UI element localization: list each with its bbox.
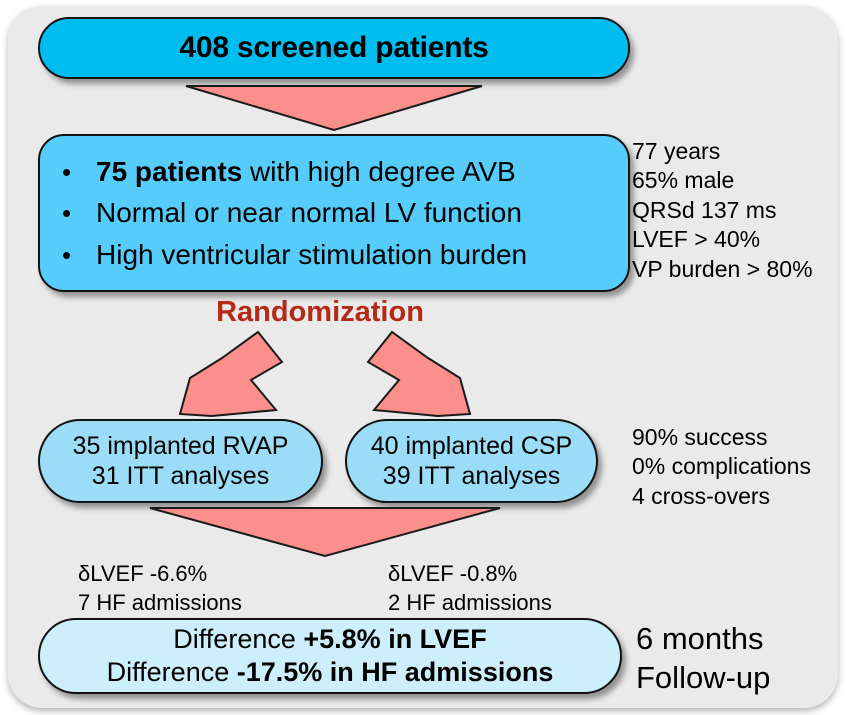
- cohort-bullet-3: • High ventricular stimulation burden: [62, 234, 527, 275]
- node-result-summary: Difference +5.8% in LVEF Difference -17.…: [38, 618, 622, 694]
- cohort-bullet-2: • Normal or near normal LV function: [62, 192, 522, 233]
- arm-csp-line-2: 39 ITT analyses: [382, 462, 561, 490]
- result-line-2-suffix: in HF admissions: [322, 657, 554, 687]
- cohort-bullet-2-text: Normal or near normal LV function: [96, 197, 522, 229]
- arm-rvap-line-1: 35 implanted RVAP: [72, 432, 289, 460]
- result-line-1-suffix: in LVEF: [380, 624, 487, 655]
- cohort-bullet-1-text: with high degree AVB: [242, 155, 516, 187]
- cohort-bullet-1: • 75 patients with high degree AVB: [62, 151, 516, 192]
- outcome-rvap-line-2: 7 HF admissions: [78, 589, 242, 615]
- node-screened-patients: 408 screened patients: [38, 17, 630, 79]
- procedure-line-2: 0% complications: [632, 453, 811, 480]
- cohort-bullet-3-text: High ventricular stimulation burden: [96, 238, 528, 270]
- result-line-1-prefix: Difference: [173, 624, 304, 655]
- arrow-randomize-to-csp: [366, 330, 472, 418]
- randomization-label: Randomization: [216, 296, 424, 328]
- cohort-bullet-1-strong: 75 patients: [96, 155, 243, 187]
- followup-note: 6 months Follow-up: [636, 619, 770, 698]
- demographics-note: 77 years 65% male QRSd 137 ms LVEF > 40%…: [632, 137, 813, 284]
- arrow-down-screened-to-cohort: [185, 85, 483, 132]
- outcome-note-rvap: δLVEF -6.6% 7 HF admissions: [78, 560, 242, 617]
- arm-rvap-line-2: 31 ITT analyses: [91, 462, 270, 490]
- result-line-2-prefix: Difference: [106, 657, 237, 687]
- demographics-line-3: QRSd 137 ms: [632, 196, 777, 223]
- followup-line-2: Follow-up: [636, 660, 771, 696]
- demographics-line-2: 65% male: [632, 167, 735, 194]
- screened-patients-label: 408 screened patients: [179, 31, 489, 64]
- arrow-merge-to-result: [149, 507, 501, 558]
- demographics-line-4: LVEF > 40%: [632, 226, 761, 253]
- result-line-1-value: +5.8%: [303, 624, 381, 655]
- procedure-note: 90% success 0% complications 4 cross-ove…: [632, 423, 811, 511]
- demographics-line-1: 77 years: [632, 138, 721, 164]
- bullet-icon: •: [62, 239, 72, 270]
- outcome-csp-line-2: 2 HF admissions: [388, 589, 552, 615]
- procedure-line-3: 4 cross-overs: [632, 482, 771, 509]
- arrow-randomize-to-rvap: [178, 330, 284, 418]
- result-line-2: Difference -17.5% in HF admissions: [107, 656, 554, 689]
- outcome-note-csp: δLVEF -0.8% 2 HF admissions: [388, 560, 552, 617]
- result-line-1: Difference +5.8% in LVEF: [173, 623, 486, 656]
- outcome-rvap-line-1: δLVEF -6.6%: [78, 561, 208, 586]
- followup-line-1: 6 months: [636, 621, 764, 656]
- procedure-line-1: 90% success: [632, 424, 768, 450]
- demographics-line-5: VP burden > 80%: [632, 255, 813, 282]
- node-arm-rvap: 35 implanted RVAP 31 ITT analyses: [38, 419, 323, 503]
- result-line-2-value: -17.5%: [236, 657, 323, 687]
- node-arm-csp: 40 implanted CSP 39 ITT analyses: [345, 419, 598, 503]
- bullet-icon: •: [62, 156, 72, 187]
- node-cohort-criteria: • 75 patients with high degree AVB • Nor…: [38, 134, 630, 292]
- arm-csp-line-1: 40 implanted CSP: [370, 432, 573, 460]
- outcome-csp-line-1: δLVEF -0.8%: [388, 561, 518, 586]
- bullet-icon: •: [62, 198, 72, 229]
